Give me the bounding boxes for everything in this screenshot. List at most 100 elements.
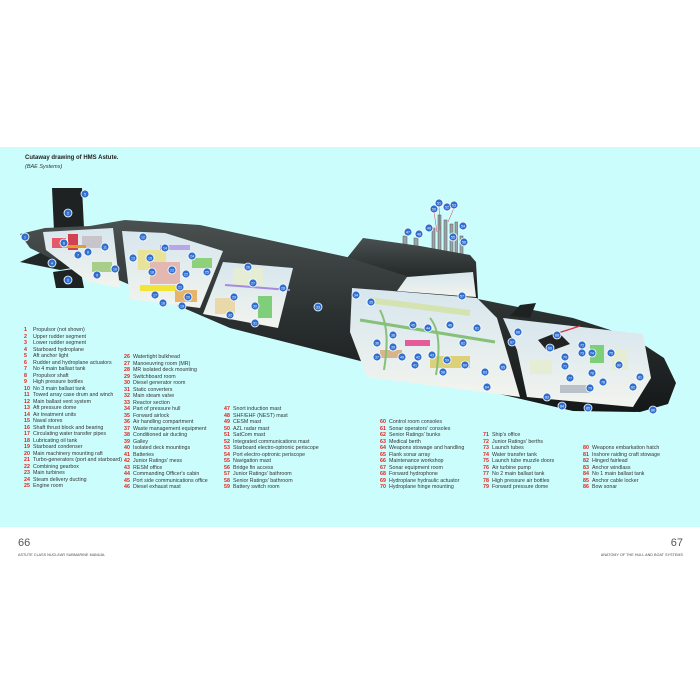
legend-number: 33 — [124, 399, 130, 406]
legend-number: 20 — [24, 450, 30, 457]
callout-73: 73 — [577, 348, 587, 358]
legend-number: 80 — [583, 445, 589, 451]
callout-15: 15 — [145, 253, 155, 263]
left-page-number: 66 — [18, 537, 31, 549]
legend-number: 15 — [24, 418, 30, 424]
legend-label: Junior Ratings' mess — [133, 458, 182, 464]
callout-number: 18 — [150, 270, 154, 274]
legend-number: 59 — [224, 484, 230, 490]
legend-number: 73 — [483, 445, 489, 451]
callout-number: 46 — [448, 323, 452, 327]
callout-number: 41 — [413, 363, 417, 367]
callout-circle — [458, 221, 468, 231]
callout-circle — [424, 223, 434, 233]
legend-label: Weapons embarkation hatch — [592, 445, 660, 451]
legend-label: Commanding Officer's cabin — [133, 471, 200, 477]
legend-number: 8 — [24, 372, 27, 379]
legend-label: Static converters — [133, 386, 173, 393]
legend-number: 76 — [483, 464, 489, 471]
callout-18: 18 — [147, 267, 157, 277]
callout-57: 57 — [457, 291, 467, 301]
callout-40: 40 — [397, 352, 407, 362]
legend-number: 21 — [24, 457, 30, 463]
legend-number: 60 — [380, 419, 386, 425]
callout-number: 58 — [441, 370, 445, 374]
legend-number: 74 — [483, 451, 489, 458]
callout-circle — [73, 250, 83, 260]
legend-label: Main turbines — [33, 470, 65, 476]
callout-circle — [565, 373, 575, 383]
callout-34: 34 — [351, 290, 361, 300]
callout-circle — [598, 377, 608, 387]
callout-number: 28 — [281, 286, 285, 290]
callout-number: 44 — [426, 326, 430, 330]
legend-label: Junior Ratings' bathroom — [233, 471, 292, 477]
legend-label: High pressure air bottles — [492, 477, 550, 484]
legend-number: 55 — [224, 458, 230, 464]
legend-number: 18 — [24, 437, 30, 444]
callout-circle — [100, 242, 110, 252]
callout-circle — [442, 355, 452, 365]
callout-circle — [648, 405, 658, 415]
legend-label: Lower rudder segment — [33, 340, 86, 346]
legend-number: 10 — [24, 385, 30, 392]
legend-label: Launch tubes — [492, 445, 524, 451]
callout-circle — [397, 352, 407, 362]
callout-circle — [560, 361, 570, 371]
callout-number: 9 — [96, 273, 98, 277]
legend-number: 66 — [380, 458, 386, 464]
callout-74: 74 — [587, 348, 597, 358]
callout-number: 14 — [163, 246, 167, 250]
callout-number: 51 — [437, 201, 441, 205]
callout-24: 24 — [187, 251, 197, 261]
callout-circle — [278, 283, 288, 293]
legend-label: Port side communications office — [133, 477, 208, 484]
legend-number: 81 — [583, 451, 589, 458]
legend-number: 46 — [124, 484, 130, 490]
figure-caption-credit: (BAE Systems) — [25, 164, 63, 170]
callout-number: 26 — [246, 265, 250, 269]
legend-label: Circulating water transfer pipes — [33, 431, 107, 437]
legend-label: Main steam valve — [133, 393, 175, 399]
legend-label: MR isolated deck mounting — [133, 367, 197, 373]
callout-number: 84 — [560, 404, 564, 408]
legend-number: 79 — [483, 484, 489, 490]
callout-37: 37 — [372, 352, 382, 362]
legend-label: High pressure bottles — [33, 379, 84, 385]
callout-number: 82 — [631, 385, 635, 389]
callout-circle — [606, 348, 616, 358]
legend-number: 12 — [24, 398, 30, 405]
legend-label: Watertight bulkhead — [133, 354, 180, 360]
weapons-hatch-fairing — [510, 303, 536, 318]
legend-label: Battery switch room — [233, 484, 280, 490]
callout-circle — [408, 320, 418, 330]
legend-label: Control room consoles — [389, 419, 442, 425]
callout-circle — [158, 298, 168, 308]
callout-number: 4 — [51, 261, 53, 265]
callout-number: 39 — [391, 345, 395, 349]
callout-46: 46 — [445, 320, 455, 330]
callout-circle — [128, 253, 138, 263]
callout-9: 9 — [92, 270, 102, 280]
callout-circle — [372, 338, 382, 348]
callout-80: 80 — [614, 360, 624, 370]
callout-23: 23 — [167, 265, 177, 275]
